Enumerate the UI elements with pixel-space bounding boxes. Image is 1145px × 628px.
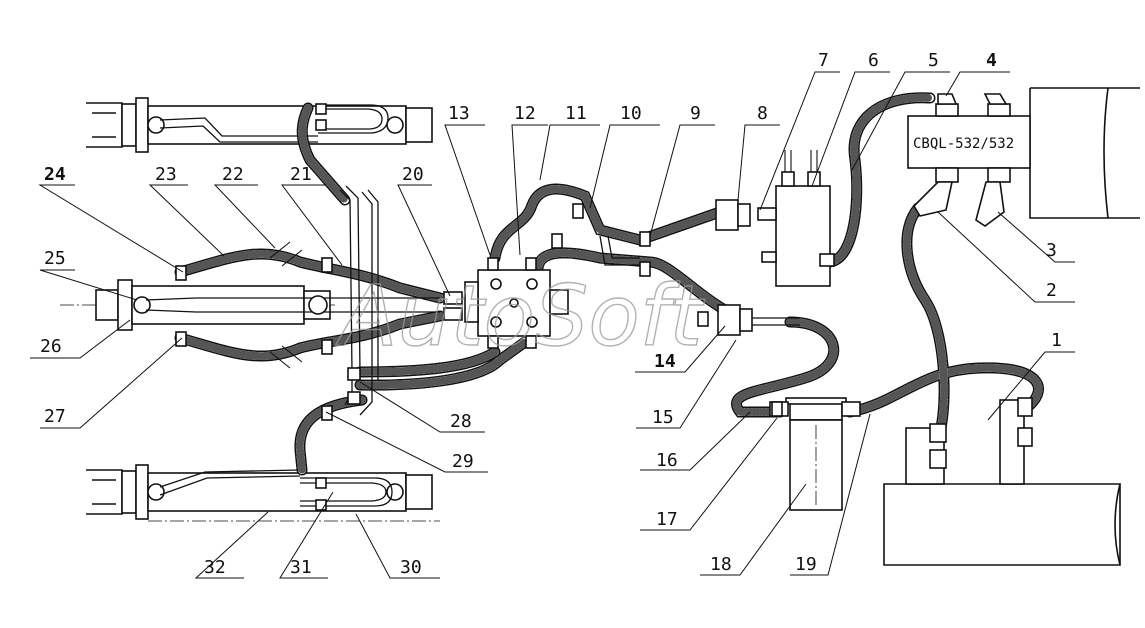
callout-8: 8 bbox=[757, 103, 768, 124]
upper-cylinder bbox=[86, 97, 433, 153]
lower-cylinder bbox=[86, 464, 440, 522]
callout-24: 24 bbox=[44, 164, 66, 185]
callout-17: 17 bbox=[656, 509, 678, 530]
callout-21: 21 bbox=[290, 164, 312, 185]
callout-13: 13 bbox=[448, 103, 470, 124]
callout-18: 18 bbox=[710, 554, 732, 575]
callout-5: 5 bbox=[928, 50, 939, 71]
callout-2: 2 bbox=[1046, 280, 1057, 301]
callout-19: 19 bbox=[795, 554, 817, 575]
hose-lines bbox=[174, 92, 1044, 476]
callout-22: 22 bbox=[222, 164, 244, 185]
hose-texture bbox=[298, 104, 349, 204]
callout-28: 28 bbox=[450, 411, 472, 432]
hose-texture bbox=[826, 93, 934, 266]
priority-valve bbox=[715, 150, 835, 336]
hose-texture bbox=[356, 338, 529, 390]
callout-7: 7 bbox=[818, 50, 829, 71]
callout-3: 3 bbox=[1046, 240, 1057, 261]
watermark-text: AutoSoft bbox=[335, 267, 705, 365]
hose-inner bbox=[902, 204, 949, 436]
callout-29: 29 bbox=[452, 451, 474, 472]
callout-30: 30 bbox=[400, 557, 422, 578]
leader-lines bbox=[30, 71, 1075, 579]
callout-27: 27 bbox=[44, 406, 66, 427]
fittings bbox=[175, 103, 783, 511]
filter bbox=[769, 397, 861, 511]
callout-20: 20 bbox=[402, 164, 424, 185]
pump-model-label: CBQL-532/532 bbox=[913, 136, 1014, 152]
callout-25: 25 bbox=[44, 248, 66, 269]
callout-16: 16 bbox=[656, 450, 678, 471]
pump-assembly: CBQL-532/532 bbox=[907, 87, 1140, 227]
callout-31: 31 bbox=[290, 557, 312, 578]
callout-12: 12 bbox=[514, 103, 536, 124]
callout-1: 1 bbox=[1051, 330, 1062, 351]
callout-15: 15 bbox=[652, 407, 674, 428]
valve-block bbox=[443, 257, 569, 349]
hose-texture bbox=[846, 363, 1043, 416]
tank bbox=[883, 397, 1121, 566]
callout-32: 32 bbox=[204, 557, 226, 578]
callout-14: 14 bbox=[654, 351, 676, 372]
hose-texture bbox=[732, 318, 838, 416]
callout-10: 10 bbox=[620, 103, 642, 124]
callout-11: 11 bbox=[565, 103, 587, 124]
callout-numbers: 1 2 3 4 5 6 7 8 9 10 11 12 13 14 15 16 1… bbox=[40, 50, 1062, 578]
callout-26: 26 bbox=[40, 336, 62, 357]
callout-6: 6 bbox=[868, 50, 879, 71]
hose-texture bbox=[356, 348, 499, 376]
callout-4: 4 bbox=[986, 50, 997, 71]
middle-cylinder bbox=[60, 279, 335, 331]
hose-texture bbox=[902, 204, 949, 436]
callout-23: 23 bbox=[155, 164, 177, 185]
hose-texture bbox=[491, 185, 724, 262]
callout-9: 9 bbox=[690, 103, 701, 124]
